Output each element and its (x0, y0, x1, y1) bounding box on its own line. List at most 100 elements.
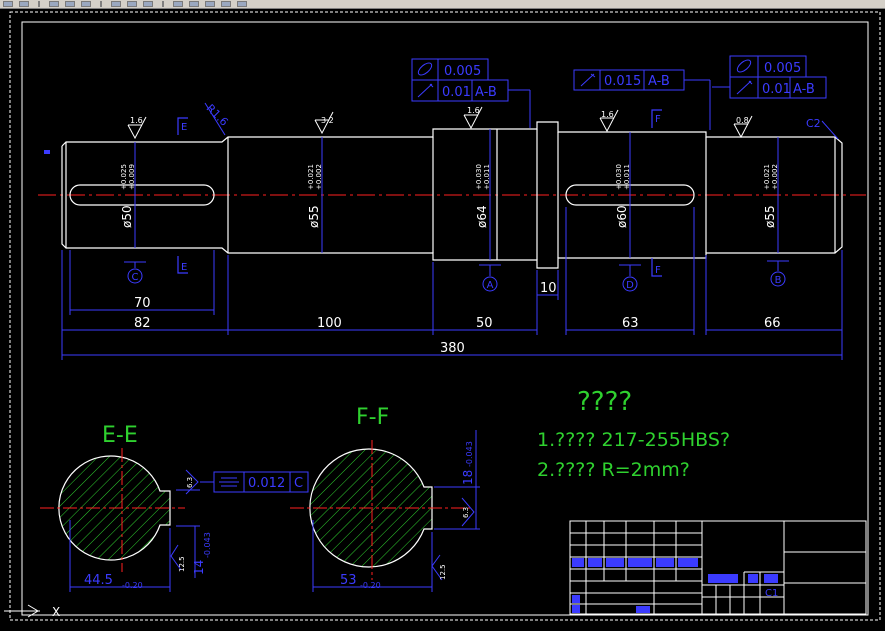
notes-line1: 1.???? 217-255HBS? (537, 429, 730, 451)
dim-380: 380 (440, 341, 465, 356)
section-f-top: F (655, 114, 661, 125)
diameter-4-tol-lo: +0.011 (623, 164, 631, 190)
datum-d: D (626, 280, 634, 291)
diameter-3-tol-lo: +0.011 (483, 164, 491, 190)
diameter-2-tol-lo: +0.002 (315, 164, 323, 190)
section-e-bottom: E (181, 262, 187, 273)
roughness-r10: 6.3 (462, 507, 470, 518)
diameter-1-tol-hi: +0.025 (120, 164, 128, 190)
roughness-symbols (127, 106, 753, 140)
section-ee-key-tol: -0.043 (203, 532, 212, 558)
tol-left-bottom-val: 0.01 (442, 85, 471, 100)
diameter-5-tol-lo: +0.002 (771, 164, 779, 190)
section-ee-label: E-E (102, 423, 138, 448)
tol-right-bottom-ref: A-B (793, 82, 815, 97)
tol-left-top: 0.005 (444, 64, 481, 79)
fillet-label: R1.6 (204, 102, 231, 129)
diameter-labels: ø50 +0.025 +0.009 ø55 +0.021 +0.002 ø64 … (120, 164, 779, 228)
title-block (569, 520, 867, 615)
section-ff-label: F-F (356, 405, 389, 430)
section-ff-width-tol: -0.20 (360, 581, 381, 590)
datum-c: C (132, 272, 139, 283)
section-ee-width-tol: -0.20 (122, 581, 143, 590)
toolbar-button[interactable] (173, 1, 183, 7)
diameter-lines (134, 129, 779, 260)
tol-left-bottom-ref: A-B (475, 85, 497, 100)
tolerance-icons (219, 59, 753, 487)
tol-mid-val: 0.015 (604, 74, 641, 89)
section-ff-key-tol: -0.043 (465, 441, 474, 467)
diameter-3-tol-hi: +0.030 (475, 164, 483, 190)
inner-frame (21, 21, 869, 616)
cad-drawing: 70 82 100 50 10 63 66 380 ø50 +0.025 +0.… (4, 11, 881, 621)
section-ff-key: 18 (461, 470, 475, 485)
datum-labels: C A D B (132, 272, 782, 291)
toolbar-separator (100, 1, 102, 7)
dim-66: 66 (764, 316, 781, 331)
diameter-4-tol-hi: +0.030 (615, 164, 623, 190)
datum-a: A (487, 280, 494, 291)
toolbar-button[interactable] (65, 1, 75, 7)
toolbar-separator (38, 1, 40, 7)
tol-right-bottom-val: 0.01 (762, 82, 791, 97)
dimension-lines (61, 207, 843, 360)
tol-right-top: 0.005 (764, 61, 801, 76)
diameter-1-tol-lo: +0.009 (128, 164, 136, 190)
roughness-r4: 1.6 (601, 110, 614, 119)
toolbar-button[interactable] (143, 1, 153, 7)
diameter-5-tol-hi: +0.021 (763, 164, 771, 190)
toolbar-button[interactable] (221, 1, 231, 7)
left-marker (44, 150, 50, 154)
toolbar-button[interactable] (19, 1, 29, 7)
tol-mid-ref: A-B (648, 74, 670, 89)
tolerance-frames (200, 55, 827, 493)
toolbar-button[interactable] (81, 1, 91, 7)
toolbar-button[interactable] (237, 1, 247, 7)
ucs-x-label: X (52, 605, 60, 619)
roughness-r2: 3.2 (321, 116, 334, 125)
roughness-r9: 6.3 (186, 477, 194, 488)
diameter-3: ø64 (475, 205, 489, 228)
notes-line2: 2.???? R=2mm? (537, 459, 690, 481)
diameter-2-tol-hi: +0.021 (307, 164, 315, 190)
chamfer-label: C2 (806, 117, 821, 130)
section-markers (177, 109, 662, 277)
toolbar (0, 0, 885, 9)
chamfer-leader (821, 120, 839, 140)
notes-title: ???? (577, 387, 632, 417)
title-block-code: C1 (765, 588, 778, 599)
toolbar-button[interactable] (189, 1, 199, 7)
datum-b: B (775, 275, 782, 286)
roughness-r7: 12.5 (178, 556, 186, 572)
diameter-5: ø55 (763, 205, 777, 228)
diameter-2: ø55 (307, 205, 321, 228)
diameter-1: ø50 (120, 205, 134, 228)
section-ee-width: 44.5 (84, 573, 113, 588)
datum-markers (124, 260, 789, 292)
outer-frame (9, 11, 881, 621)
dim-63: 63 (622, 316, 639, 331)
dim-100: 100 (317, 316, 342, 331)
section-f-bottom: F (655, 265, 661, 276)
tol-sym-val: 0.012 (248, 476, 285, 491)
roughness-values: 1.6 3.2 1.6 1.6 0.8 (130, 106, 749, 125)
toolbar-button[interactable] (49, 1, 59, 7)
toolbar-button[interactable] (205, 1, 215, 7)
roughness-r3: 1.6 (467, 106, 480, 115)
section-ee-dims (69, 469, 200, 592)
roughness-r1: 1.6 (130, 116, 143, 125)
section-ee-key: 14 (192, 560, 206, 575)
toolbar-button[interactable] (3, 1, 13, 7)
tol-sym-ref: C (294, 476, 303, 491)
drawing-canvas[interactable]: 70 82 100 50 10 63 66 380 ø50 +0.025 +0.… (0, 9, 885, 627)
tolerance-texts: 0.005 0.01 A-B 0.015 A-B 0.005 0.01 A-B … (248, 61, 815, 491)
toolbar-button[interactable] (127, 1, 137, 7)
dim-50: 50 (476, 316, 493, 331)
toolbar-separator (162, 1, 164, 7)
section-e-top: E (181, 122, 187, 133)
dim-70: 70 (134, 296, 151, 311)
section-ff-dims (312, 430, 480, 592)
section-ff-width: 53 (340, 573, 357, 588)
roughness-r5: 0.8 (736, 116, 749, 125)
toolbar-button[interactable] (111, 1, 121, 7)
